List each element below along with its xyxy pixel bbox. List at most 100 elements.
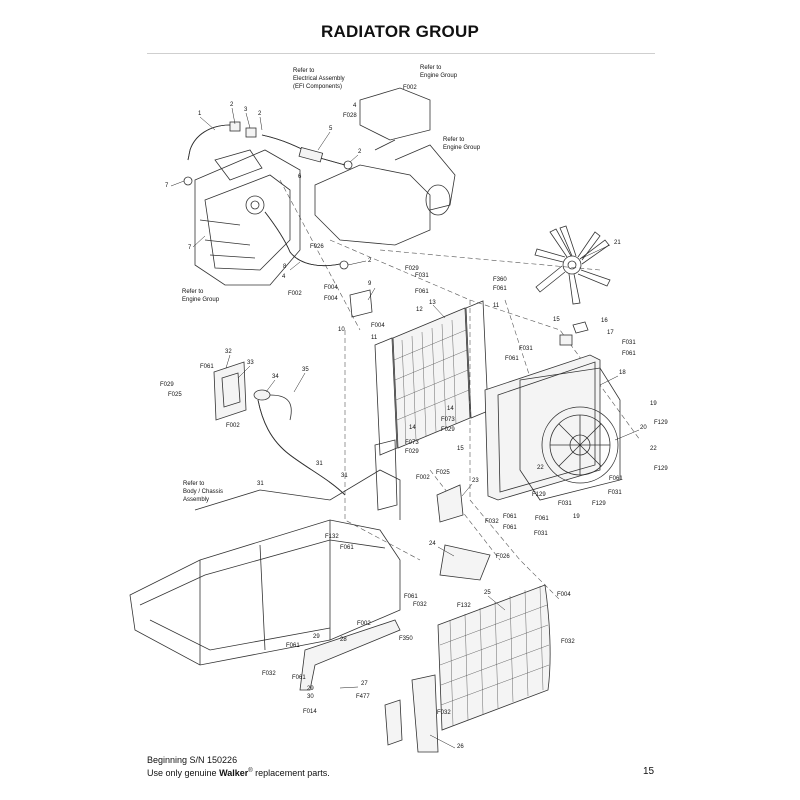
callout: 2: [368, 258, 372, 264]
callout: 11: [493, 303, 500, 309]
callout: F061: [415, 289, 429, 295]
callout: 15: [553, 317, 560, 323]
callout: 5: [329, 126, 333, 132]
callout: F132: [457, 603, 471, 609]
callout: F031: [534, 531, 548, 537]
ref-engine-left-2: Engine Group: [182, 297, 220, 303]
callout: 7: [165, 183, 169, 189]
callout: F031: [415, 273, 429, 279]
callout: F061: [609, 476, 623, 482]
callout: F002: [403, 85, 417, 91]
ref-engine-top-1: Refer to: [420, 65, 442, 71]
brand-name: Walker: [219, 768, 249, 778]
ref-electrical-1: Refer to: [293, 68, 315, 74]
overflow-tank: [213, 361, 346, 496]
callout: F073: [441, 417, 455, 423]
ref-engine-mid-2: Engine Group: [443, 145, 481, 151]
callout: 3: [244, 107, 248, 113]
callout: F026: [310, 244, 324, 250]
callout: 31: [341, 473, 348, 479]
callout: F129: [532, 492, 546, 498]
callout: 8: [283, 264, 287, 270]
callout: F028: [343, 113, 357, 119]
callout: 18: [619, 370, 626, 376]
callout: F025: [168, 392, 182, 398]
mounting-brackets: [299, 289, 491, 753]
callout: F029: [160, 382, 174, 388]
hoses: [183, 121, 353, 270]
callout: 13: [429, 300, 436, 306]
callout: F129: [592, 501, 606, 507]
page-title: RADIATOR GROUP: [320, 22, 479, 41]
callout: 12: [416, 307, 423, 313]
air-intake-shroud: [314, 87, 456, 246]
callout: 28: [340, 637, 347, 643]
callout: F061: [340, 545, 354, 551]
callout: 15: [457, 446, 464, 452]
genuine-parts-note: Use only genuine Walker® replacement par…: [147, 768, 330, 778]
callout: F029: [441, 427, 455, 433]
callout: F002: [288, 291, 302, 297]
callout: F061: [535, 516, 549, 522]
callout: F477: [356, 694, 370, 700]
callout: F004: [557, 592, 571, 598]
ref-engine-top-2: Engine Group: [420, 73, 458, 79]
callout: F004: [324, 285, 338, 291]
callout: F073: [405, 440, 419, 446]
callout: 27: [361, 681, 368, 687]
callout: 20: [640, 425, 647, 431]
callout: F061: [404, 594, 418, 600]
footer-notes: Beginning S/N 150226 Use only genuine Wa…: [147, 755, 330, 779]
callout: 1: [198, 111, 202, 117]
callout: F061: [292, 675, 306, 681]
callout: 4: [353, 103, 357, 109]
callout: 22: [537, 465, 544, 471]
ref-electrical-3: (EFI Components): [293, 84, 342, 90]
callout: F061: [622, 351, 636, 357]
ref-electrical-2: Electrical Assembly: [293, 76, 345, 82]
callout: 19: [573, 514, 580, 520]
callout: F004: [324, 296, 338, 302]
callout: F002: [226, 423, 240, 429]
callout: F014: [303, 709, 317, 715]
callout: F360: [493, 277, 507, 283]
callout: F061: [503, 525, 517, 531]
callout: F032: [262, 671, 276, 677]
callout: 6: [298, 174, 302, 180]
callout-labels: Refer to Electrical Assembly (EFI Compon…: [160, 65, 668, 750]
cooler-and-fan-shroud: [484, 321, 621, 501]
callout: 31: [257, 481, 264, 487]
callout: F061: [493, 286, 507, 292]
callout: 9: [368, 281, 372, 287]
callout: 25: [484, 590, 491, 596]
callout: 21: [614, 240, 621, 246]
callout: 4: [282, 274, 286, 280]
callout: F061: [200, 364, 214, 370]
callout: F029: [405, 449, 419, 455]
callout: 29: [313, 634, 320, 640]
ref-engine-mid-1: Refer to: [443, 137, 465, 143]
callout: 22: [650, 446, 657, 452]
leader-lines: [170, 107, 640, 749]
callout: F350: [399, 636, 413, 642]
callout: 2: [358, 149, 362, 155]
ref-body-3: Assembly: [183, 497, 209, 503]
callout: F031: [608, 490, 622, 496]
ref-body-2: Body / Chassis: [183, 489, 223, 495]
callout: F129: [654, 466, 668, 472]
callout: F032: [561, 639, 575, 645]
ref-engine-left-1: Refer to: [182, 289, 204, 295]
chassis-frame: [129, 439, 401, 666]
callout: F132: [325, 534, 339, 540]
callout: 29: [307, 686, 314, 692]
callout: F031: [519, 346, 533, 352]
callout: 7: [188, 245, 192, 251]
engine-block: [194, 149, 301, 286]
callout: 14: [447, 406, 454, 412]
callout: 30: [307, 694, 314, 700]
callout: 11: [371, 335, 378, 341]
callout: F025: [436, 470, 450, 476]
front-grille: [437, 584, 551, 731]
callout: F061: [503, 514, 517, 520]
